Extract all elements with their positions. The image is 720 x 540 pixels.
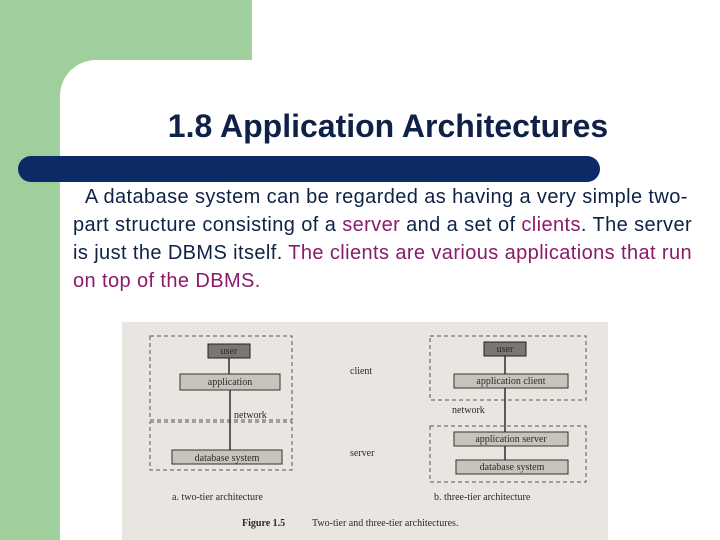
two-tier-client-region [149,335,293,421]
middle-client-label: client [350,366,372,377]
figure-caption: Two-tier and three-tier architectures. [312,518,458,529]
three-tier-caption: b. three-tier architecture [434,492,531,503]
three-tier-client-region [429,335,587,401]
three-tier-app-server-box [453,431,569,447]
figure-label: Figure 1.5 [242,518,285,529]
two-tier-database-box [171,449,283,465]
three-tier-network-label: network [452,405,485,416]
two-tier-network-label: network [234,410,267,421]
three-tier-app-client-box [453,373,569,389]
paragraph-part-4: The clients are various applications tha… [73,242,693,292]
title-underline-bar [18,156,600,182]
two-tier-server-region [149,421,293,471]
two-tier-application-label: application [208,377,252,388]
body-paragraph: A database system can be regarded as hav… [73,183,713,295]
paragraph-part-1: A database system can be regarded as hav… [73,186,688,236]
paragraph-part-2: and a set of [400,214,522,236]
three-tier-app-server-label: application server [475,434,547,445]
architecture-figure: user application network database system… [122,322,608,540]
architecture-diagram: user application network database system… [149,335,587,529]
middle-server-label: server [350,448,375,459]
paragraph-part-3: . The server is just the DBMS itself. [73,214,693,264]
highlight-server: server [342,214,401,236]
two-tier-user-label: user [221,346,238,357]
three-tier-database-label: database system [480,462,545,473]
slide-title: 1.8 Application Architectures [167,108,609,144]
three-tier-user-label: user [497,344,514,355]
two-tier-caption: a. two-tier architecture [172,492,263,503]
three-tier-server-region [429,425,587,483]
three-tier-database-box [455,459,569,475]
three-tier-app-client-label: application client [476,376,545,387]
two-tier-database-label: database system [195,453,260,464]
highlight-clients: clients [521,214,581,236]
